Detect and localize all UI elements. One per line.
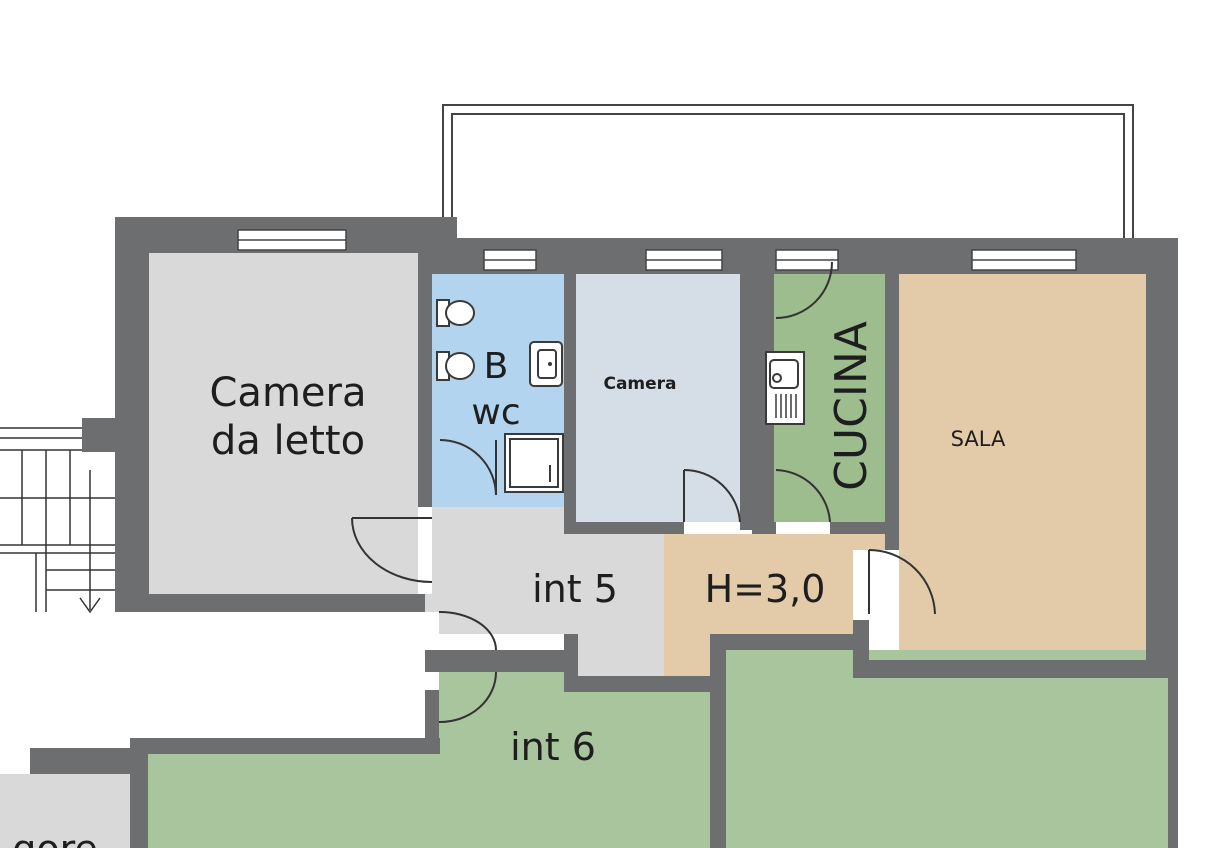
camera-label: Camera bbox=[603, 374, 676, 394]
bathroom-label-wc: wc bbox=[471, 392, 520, 433]
kitchen-sink-icon bbox=[765, 351, 805, 425]
int6-floor bbox=[148, 672, 710, 848]
balcony bbox=[442, 104, 1134, 241]
bathroom-label-b: B bbox=[484, 346, 509, 387]
shower-icon bbox=[504, 433, 564, 493]
int6-label: int 6 bbox=[510, 725, 596, 769]
height-label: H=3,0 bbox=[705, 567, 826, 611]
bidet-icon bbox=[436, 351, 475, 381]
hall-floor-grey bbox=[425, 507, 664, 676]
sala-label: SALA bbox=[951, 427, 1006, 451]
bedroom-floor bbox=[149, 253, 418, 594]
cucina-label: CUCINA bbox=[826, 321, 877, 491]
partial-room-label: gore bbox=[12, 827, 98, 848]
doors bbox=[351, 261, 936, 724]
toilet-icon bbox=[436, 299, 475, 327]
partial-room-floor bbox=[0, 774, 130, 848]
windows bbox=[237, 229, 1077, 271]
int5-label: int 5 bbox=[532, 567, 618, 611]
stairs-icon bbox=[0, 427, 132, 614]
bedroom-label-line1: Camera bbox=[210, 370, 367, 416]
bedroom-label-line2: da letto bbox=[211, 418, 365, 464]
sink-icon bbox=[529, 341, 563, 387]
sala-floor bbox=[899, 274, 1146, 660]
room-labels: Camera da letto B wc Camera CUCINA SALA … bbox=[12, 321, 1006, 848]
neighbor-floor bbox=[726, 650, 1168, 848]
camera-floor bbox=[576, 274, 740, 522]
